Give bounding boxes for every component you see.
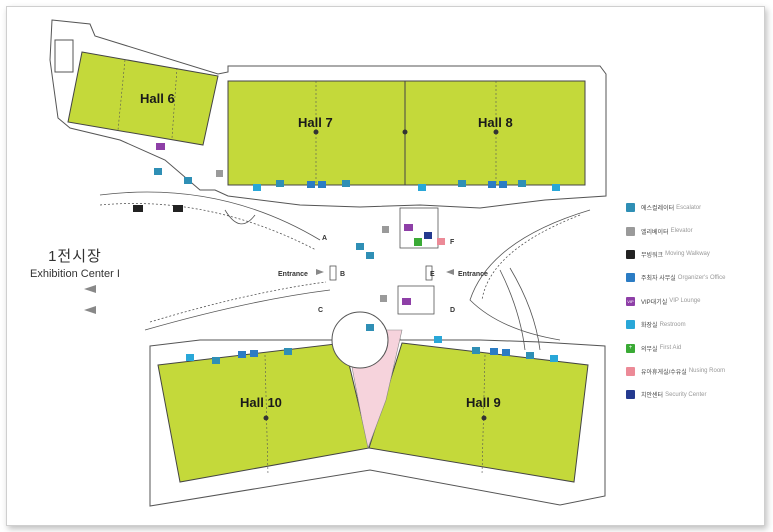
gate-f: F xyxy=(450,239,455,246)
elevator-icon xyxy=(216,170,223,177)
restroom-icon xyxy=(434,336,442,343)
hall6-annex xyxy=(54,39,74,73)
moving-walkway-icon xyxy=(626,249,635,259)
north-building-outline xyxy=(49,19,607,209)
nursing-room-icon xyxy=(626,366,635,376)
restroom-icon xyxy=(550,355,558,362)
escalator-icon xyxy=(518,180,526,187)
gate-d: D xyxy=(450,307,455,314)
escalator-icon xyxy=(472,347,480,354)
hall8-label: Hall 8 xyxy=(478,115,513,130)
restroom-icon xyxy=(418,184,426,191)
organizer-office-icon xyxy=(502,349,510,356)
organizer-office-icon xyxy=(250,350,258,357)
gate-c: C xyxy=(318,307,323,314)
restroom-icon xyxy=(552,184,560,191)
security-center-icon xyxy=(424,232,432,239)
hall6-label: Hall 6 xyxy=(140,91,175,106)
arrow-left-icon xyxy=(84,306,96,314)
facility-icons xyxy=(133,143,560,364)
organizer-office-icon xyxy=(626,273,635,283)
moving-walkway-icon xyxy=(173,205,183,212)
organizer-office-icon xyxy=(318,181,326,188)
organizer-office-icon xyxy=(490,348,498,355)
escalator-icon xyxy=(458,180,466,187)
gate-a: A xyxy=(322,235,327,242)
elevator-icon xyxy=(380,295,387,302)
escalator-icon xyxy=(626,203,635,213)
hall-10[interactable] xyxy=(157,342,370,483)
entrance-left-label: Entrance xyxy=(278,271,308,278)
arrow-left-icon xyxy=(446,269,454,275)
exhibition-center-en: Exhibition Center I xyxy=(30,268,120,280)
hall-9[interactable] xyxy=(368,342,589,483)
escalator-icon xyxy=(284,348,292,355)
vip-lounge-icon xyxy=(156,143,165,150)
restroom-icon xyxy=(186,354,194,361)
elevator-icon xyxy=(382,226,389,233)
exhibition-center-ko: 1전시장 xyxy=(48,248,102,265)
hall7-label: Hall 7 xyxy=(298,115,333,130)
restroom-icon xyxy=(626,320,635,330)
exhibition-center-label: 1전시장 Exhibition Center I xyxy=(30,245,120,280)
escalator-icon xyxy=(366,324,374,331)
organizer-office-icon xyxy=(488,181,496,188)
escalator-icon xyxy=(212,357,220,364)
nursing-room-icon xyxy=(437,238,445,245)
rotunda xyxy=(331,311,389,369)
escalator-icon xyxy=(342,180,350,187)
organizer-office-icon xyxy=(499,181,507,188)
organizer-office-icon xyxy=(238,351,246,358)
first-aid-icon: + xyxy=(626,343,635,353)
vip-lounge-icon xyxy=(402,298,411,305)
gate-b: B xyxy=(340,271,345,278)
entrance-right-label: Entrance xyxy=(458,271,488,278)
hall-6[interactable] xyxy=(67,51,219,146)
moving-walkway-icon xyxy=(133,205,143,212)
escalator-icon xyxy=(276,180,284,187)
vip-lounge-icon xyxy=(404,224,413,231)
vip-lounge-icon: VIP xyxy=(626,296,635,306)
hall10-label: Hall 10 xyxy=(240,395,282,410)
arrow-left-icon xyxy=(84,285,96,293)
restroom-icon xyxy=(253,184,261,191)
hall9-label: Hall 9 xyxy=(466,395,501,410)
elevator-icon xyxy=(626,226,635,236)
escalator-icon xyxy=(154,168,162,175)
escalator-icon xyxy=(366,252,374,259)
arrow-right-icon xyxy=(316,269,324,275)
security-center-icon xyxy=(626,390,635,400)
escalator-icon xyxy=(356,243,364,250)
gate-e: E xyxy=(430,271,435,278)
escalator-icon xyxy=(526,352,534,359)
organizer-office-icon xyxy=(307,181,315,188)
escalator-icon xyxy=(184,177,192,184)
first-aid-icon xyxy=(414,238,422,246)
